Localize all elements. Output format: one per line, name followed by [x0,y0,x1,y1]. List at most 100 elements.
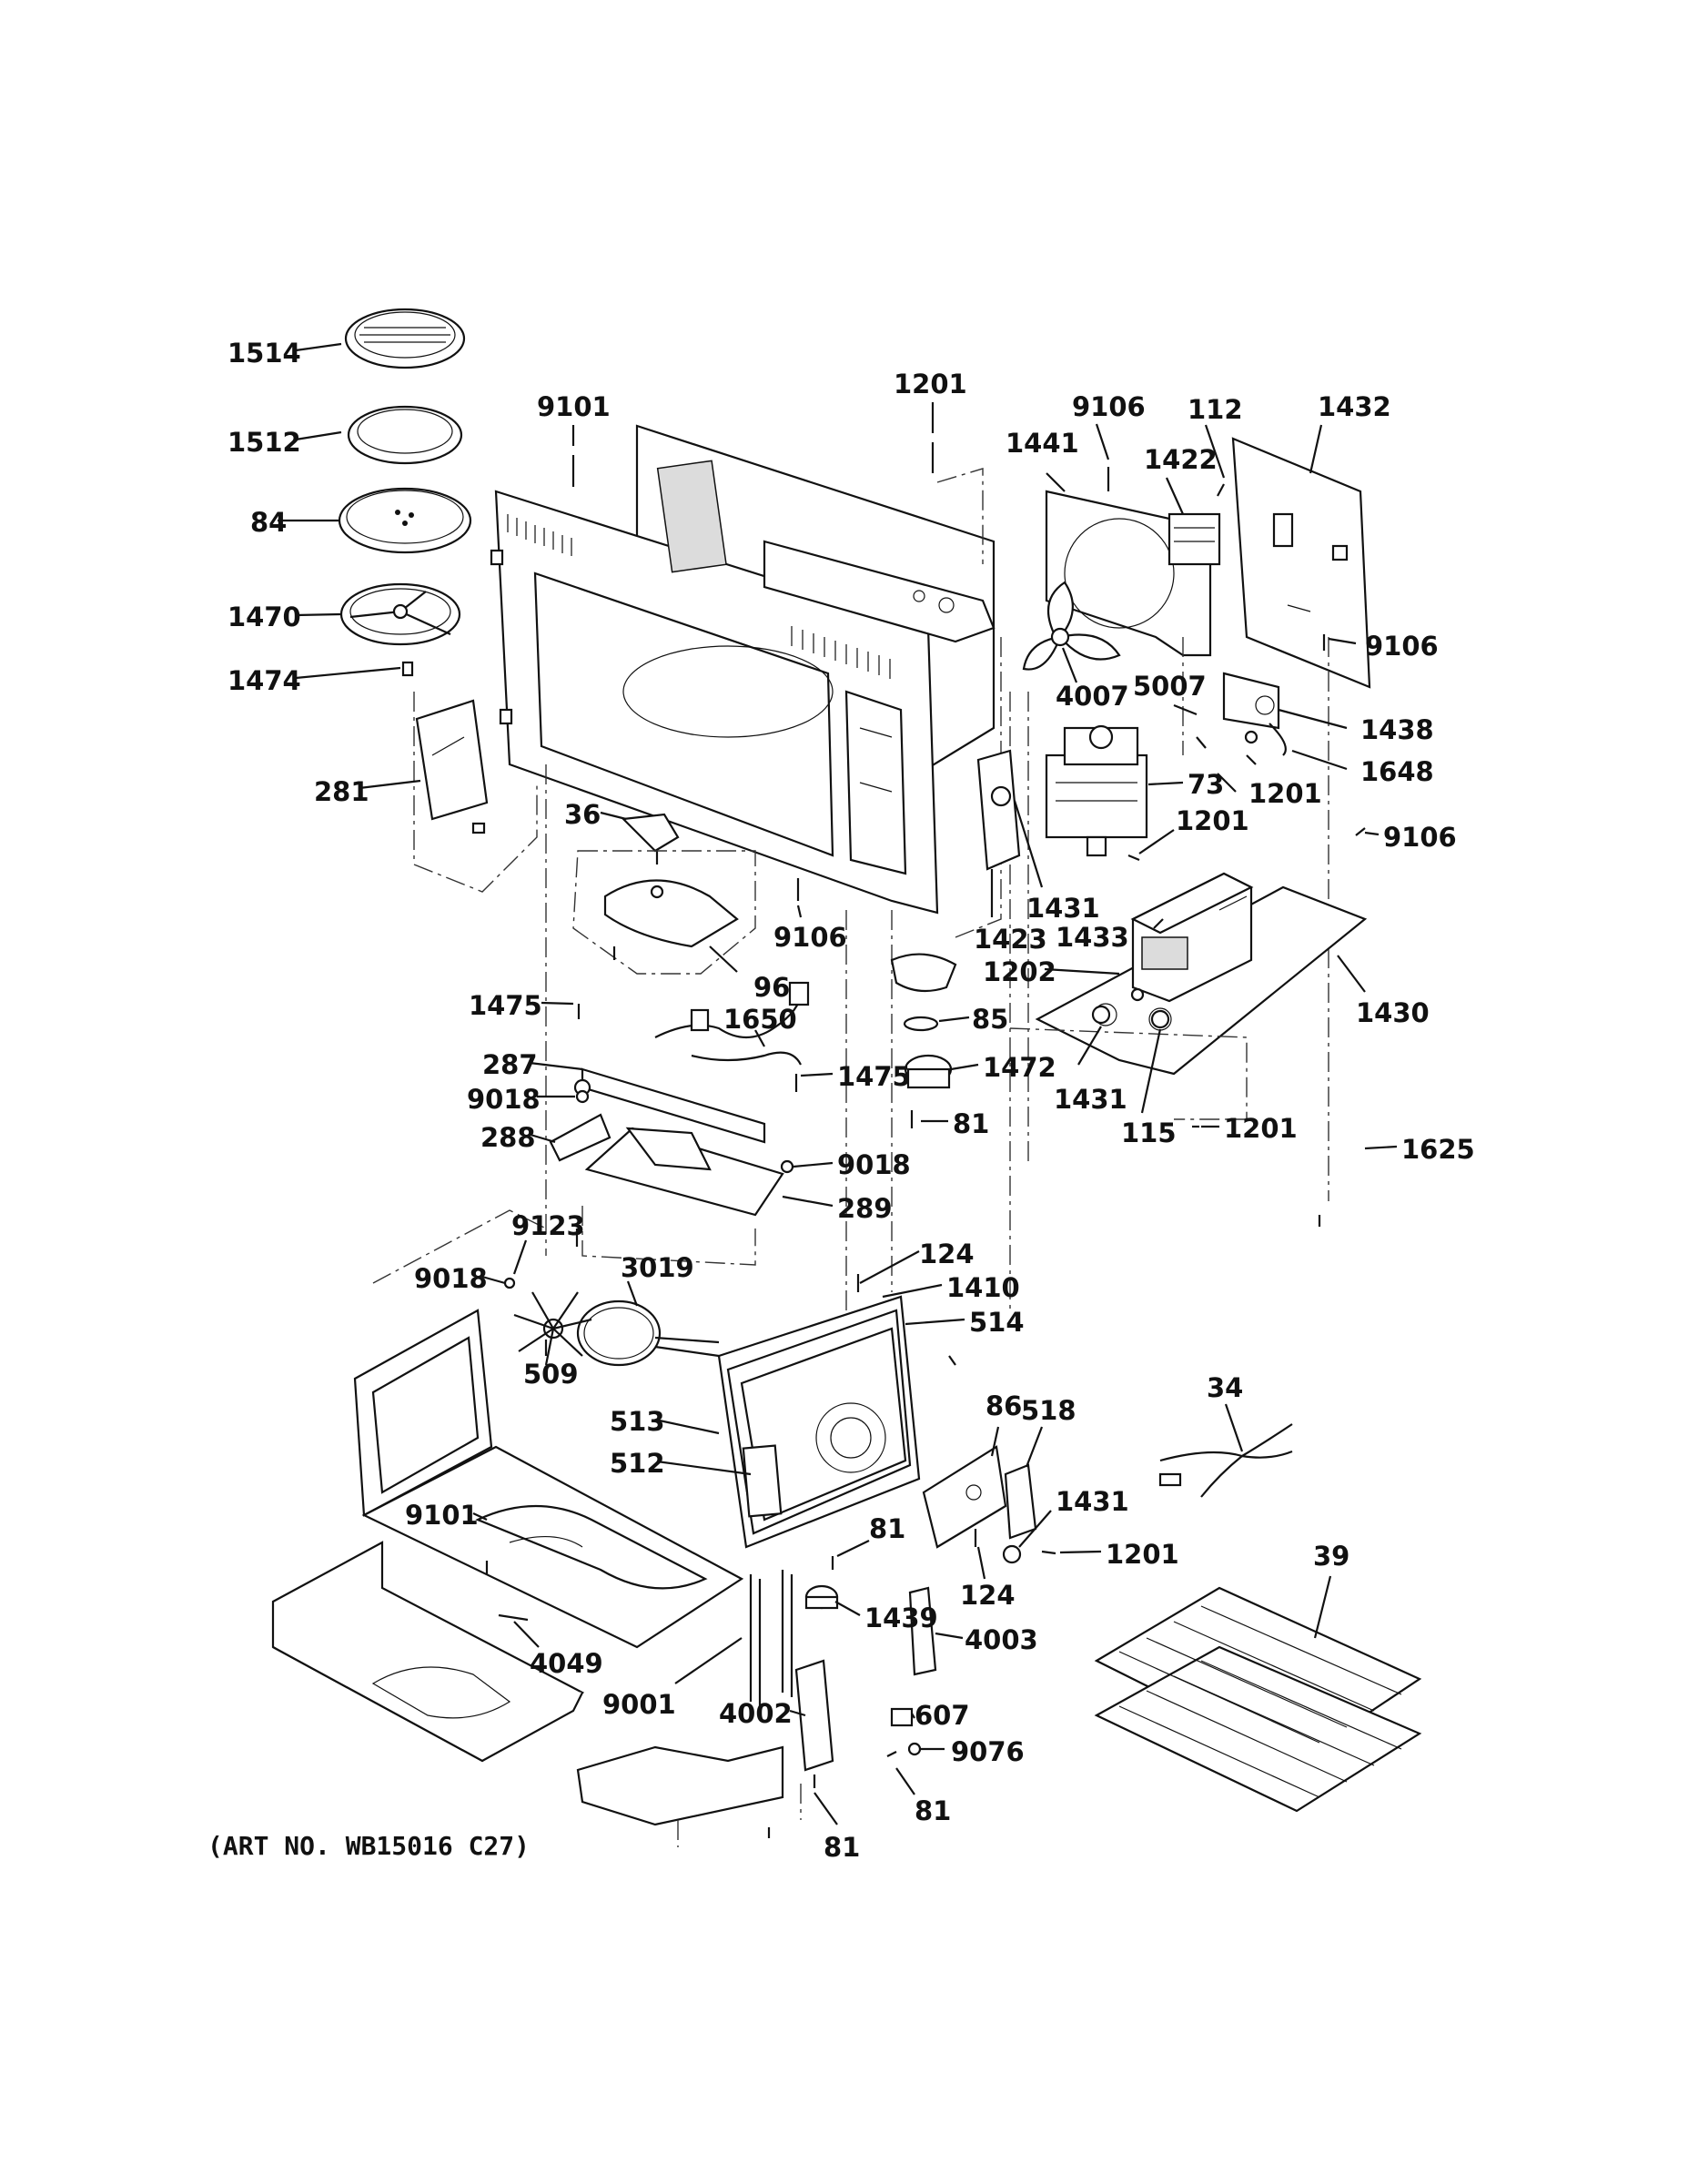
callout-509: 509 [523,1359,579,1390]
harness-1650 [654,981,810,1066]
callout-1475: 1475 [469,990,542,1021]
callout-287: 287 [482,1049,538,1080]
callout-4049: 4049 [530,1648,603,1679]
switch-1431 [1002,1544,1022,1564]
callout-85: 85 [972,1004,1008,1035]
callout-1431: 1431 [1026,893,1100,924]
callout-3019: 3019 [621,1252,694,1283]
glass-panel-281 [415,699,489,834]
callout-81: 81 [953,1108,989,1139]
wire-1648 [1269,723,1287,756]
callout-86: 86 [986,1390,1022,1421]
leader-lines [278,342,1398,1825]
callout-36: 36 [564,799,601,830]
callout-4007: 4007 [1056,681,1129,712]
callout-112: 112 [1188,394,1243,425]
cavity-enclosure [490,424,996,915]
seal-512 [742,1444,783,1518]
turntable-glass-84 [338,487,472,554]
callout-115: 115 [1121,1117,1177,1148]
screws [485,442,1366,1838]
fan-blade-509 [513,1291,592,1366]
cap-607 [890,1707,914,1727]
callout-34: 34 [1207,1372,1243,1403]
callout-1648: 1648 [1360,756,1434,787]
motor-1422 [1167,512,1221,566]
callout-labels: 1514 1512 84 1470 1474 281 9101 1201 910… [227,338,1475,1863]
callout-1475: 1475 [837,1061,911,1092]
callout-514: 514 [969,1307,1025,1338]
callout-1423: 1423 [974,924,1047,955]
callout-9106: 9106 [1383,822,1457,853]
callout-1201: 1201 [1248,778,1322,809]
callout-1441: 1441 [1006,428,1079,459]
callout-1650: 1650 [723,1004,797,1035]
callout-5007: 5007 [1133,671,1207,702]
callout-289: 289 [837,1193,893,1224]
bracket-1423 [976,749,1021,871]
callout-1201: 1201 [1106,1539,1179,1570]
magnetron-73 [1045,724,1148,857]
crisper-pan-1512 [347,405,463,465]
callout-518: 518 [1021,1395,1076,1426]
callout-288: 288 [480,1122,536,1153]
heater-3019 [576,1299,720,1367]
callout-9001: 9001 [602,1689,676,1720]
callout-9106: 9106 [773,922,847,953]
capacitor-115 [1150,1009,1170,1029]
bracket-4002 [794,1659,834,1772]
grill-tray-1514 [344,308,466,369]
callout-1431: 1431 [1054,1084,1127,1115]
callout-124: 124 [919,1239,975,1269]
stirrer-cover-96 [603,879,739,960]
rear-cover [353,1309,493,1517]
thermal-fuse-1438 [1222,672,1280,730]
callout-1625: 1625 [1401,1134,1475,1165]
callout-1422: 1422 [1144,444,1218,475]
bracket-4003 [908,1586,937,1676]
lower-tray [361,1445,744,1649]
bracket-288 [549,1113,612,1162]
art-number: (ART NO. WB15016 C27) [207,1831,530,1861]
callout-96: 96 [753,972,790,1003]
callout-1432: 1432 [1318,391,1391,422]
callout-1410: 1410 [946,1272,1020,1303]
fan-blade-4007 [1022,581,1121,671]
callout-607: 607 [915,1700,970,1731]
base-pan [271,1541,585,1763]
cover-289 [584,1127,784,1217]
callout-39: 39 [1313,1541,1349,1572]
callout-84: 84 [250,507,287,538]
callout-81: 81 [915,1795,951,1826]
turntable-ring-1470 [339,582,461,646]
callout-81: 81 [869,1513,905,1544]
callout-9106: 9106 [1072,391,1146,422]
callout-1202: 1202 [983,956,1056,987]
callout-9076: 9076 [951,1736,1025,1767]
callout-1430: 1430 [1356,997,1430,1028]
callout-9018: 9018 [837,1149,911,1180]
callout-81: 81 [824,1832,860,1863]
callout-73: 73 [1188,769,1224,800]
callout-4002: 4002 [719,1698,793,1729]
rod-9001 [749,1570,793,1706]
callout-1472: 1472 [983,1052,1056,1083]
callout-9106: 9106 [1365,631,1439,662]
callout-1439: 1439 [864,1603,938,1633]
callout-1470: 1470 [227,602,301,632]
callout-512: 512 [610,1448,665,1479]
callout-9101: 9101 [405,1500,479,1531]
bottom-bracket [576,1745,784,1826]
callout-1201: 1201 [1176,805,1249,836]
callout-1514: 1514 [227,338,301,369]
callout-1512: 1512 [227,427,301,458]
callout-281: 281 [314,776,369,807]
callout-1201: 1201 [894,369,967,399]
latch-518 [1004,1463,1037,1540]
coupler-1474 [401,661,414,677]
callout-9123: 9123 [511,1210,585,1241]
wire-harness-34 [1158,1423,1293,1498]
callout-9018: 9018 [414,1263,488,1294]
callout-1431: 1431 [1056,1486,1129,1517]
